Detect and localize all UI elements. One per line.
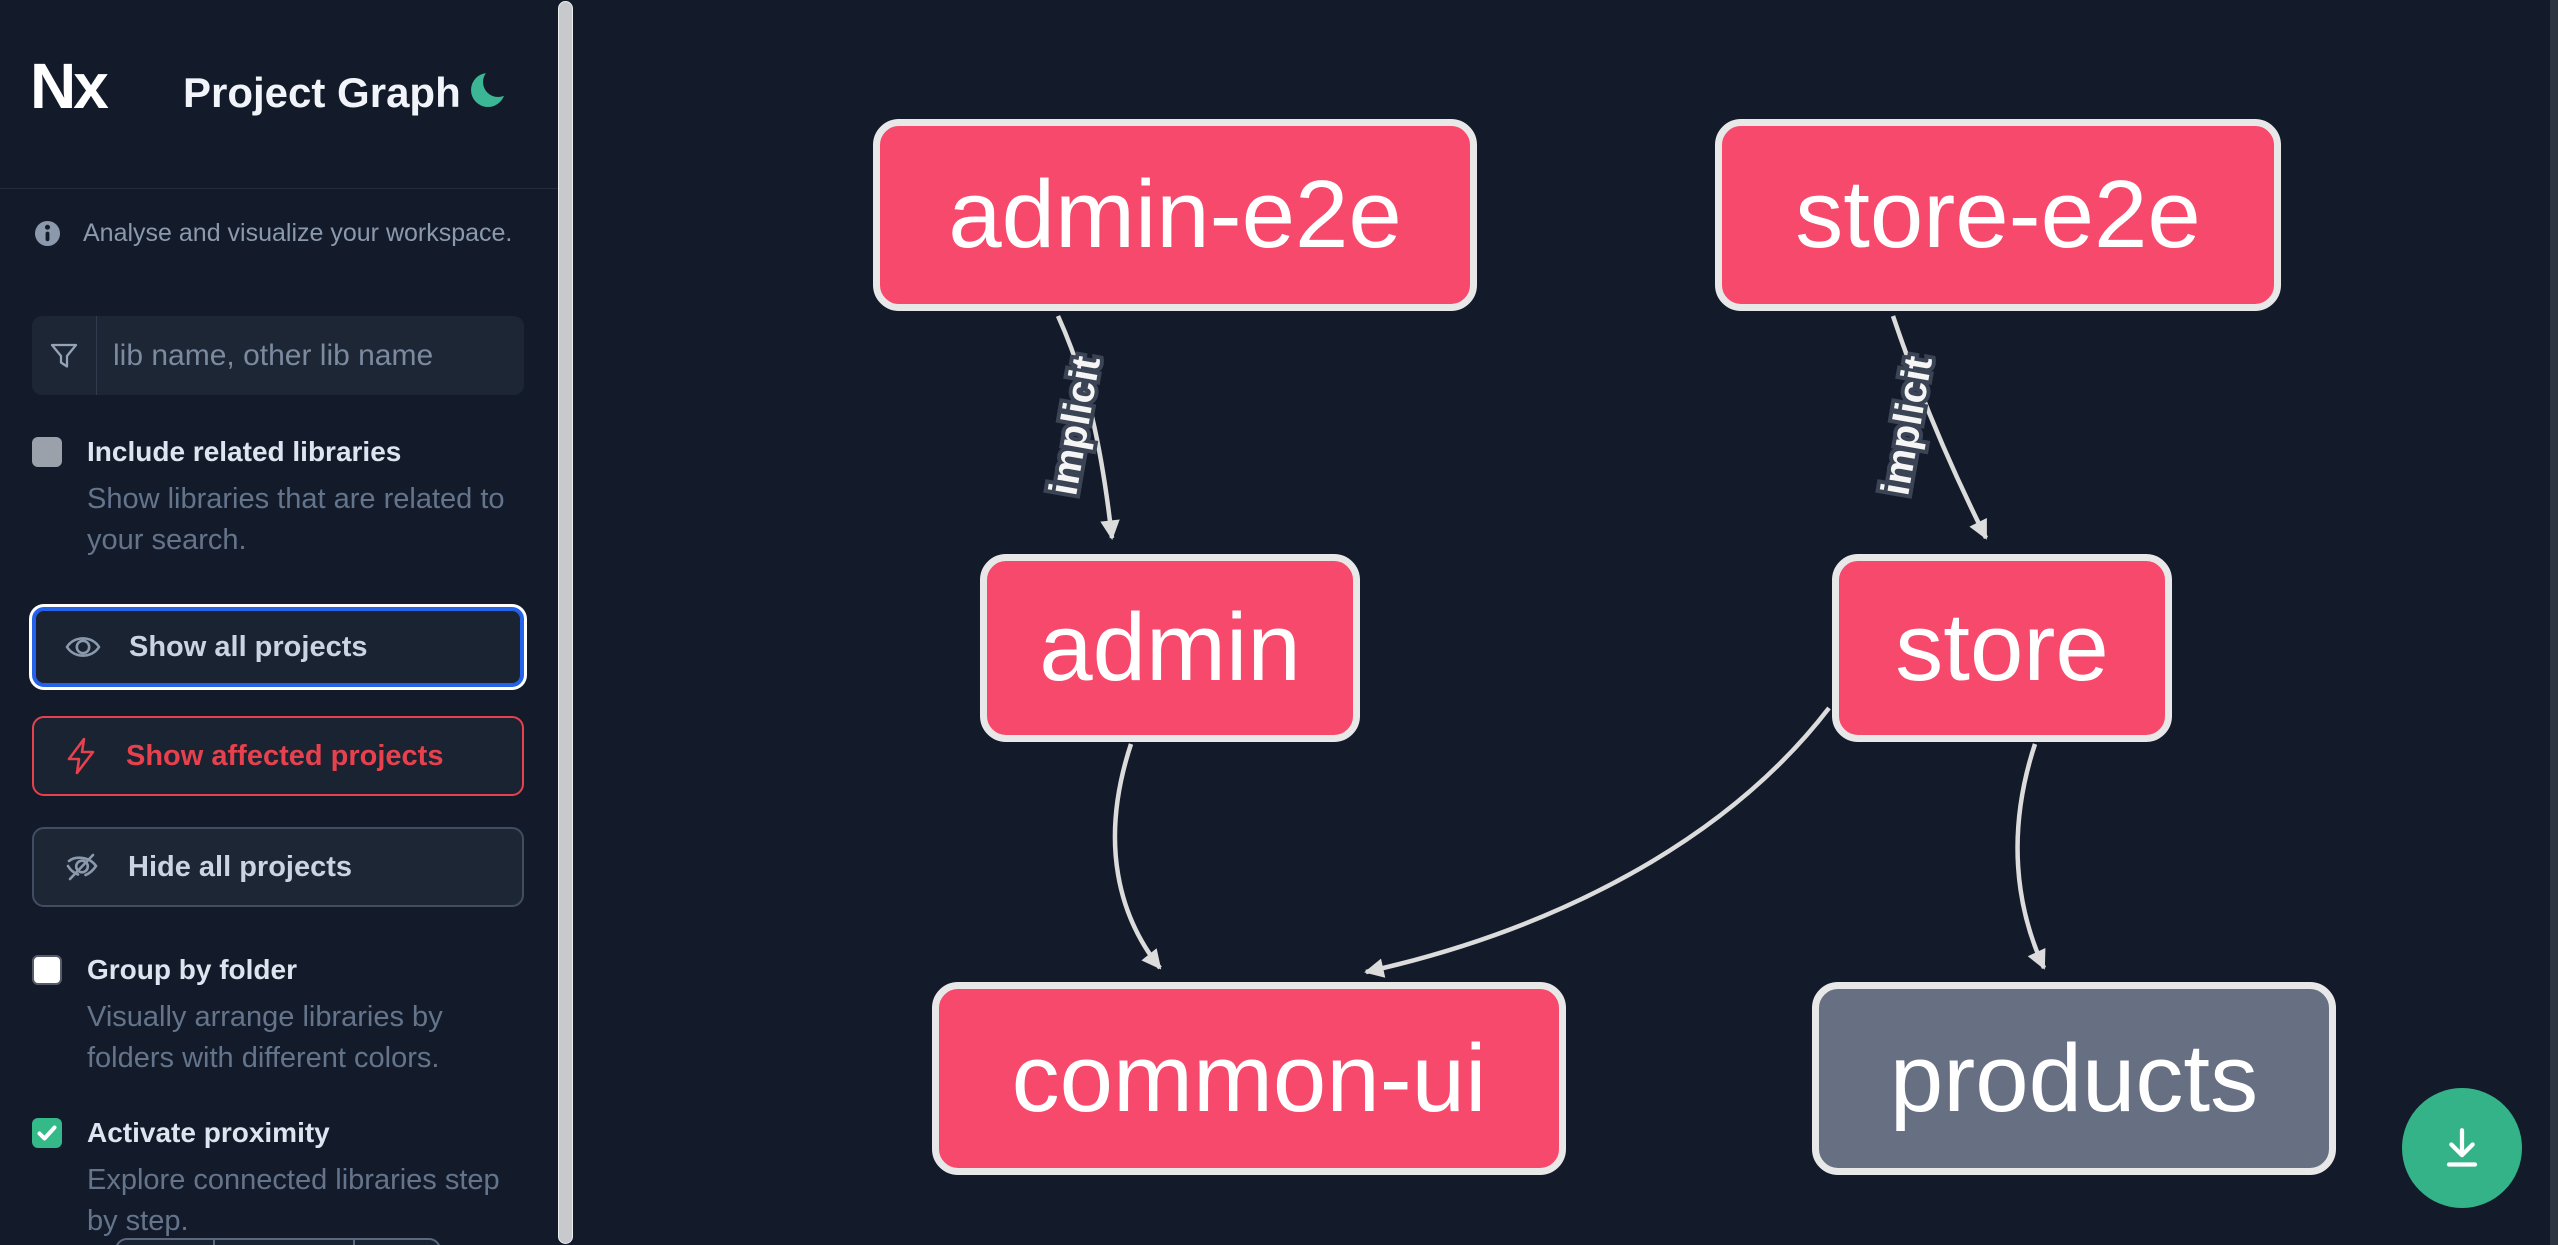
proximity-increment-button[interactable] [353, 1240, 439, 1245]
sidebar-header: Nx Project Graph [0, 0, 560, 189]
activate-proximity-checkbox[interactable] [32, 1118, 62, 1148]
intro-text: Analyse and visualize your workspace. [83, 219, 513, 247]
hide-all-projects-label: Hide all projects [128, 850, 353, 883]
edge-store-to-common-ui [1364, 706, 1831, 978]
proximity-decrement-button[interactable] [117, 1240, 213, 1245]
search-icon-cell [32, 316, 97, 395]
lightning-bolt-icon [67, 737, 95, 775]
node-label: store [1895, 594, 2109, 701]
dark-mode-toggle[interactable] [468, 66, 513, 110]
activate-proximity-description: Explore connected libraries step by step… [87, 1164, 500, 1237]
eye-off-icon [66, 853, 98, 881]
info-icon [34, 220, 61, 247]
show-affected-projects-button[interactable]: Show affected projects [32, 716, 524, 796]
group-by-folder-description: Visually arrange libraries by folders wi… [87, 1001, 443, 1074]
moon-icon [471, 67, 513, 107]
nx-logo: Nx [30, 50, 109, 122]
node-label: products [1889, 1024, 2259, 1132]
edge-label-implicit-2: implicit [1873, 353, 1941, 499]
group-by-folder-row: Group by folder Visually arrange librari… [32, 953, 532, 1079]
proximity-value [213, 1240, 353, 1245]
edge-admin-to-common-ui [1112, 743, 1162, 970]
sidebar: Nx Project Graph Analyse and visualize y… [0, 0, 573, 1245]
activate-proximity-row: Activate proximity Explore connected lib… [32, 1116, 532, 1242]
edge-layer: implicit implicit [1037, 315, 2047, 978]
group-by-folder-label: Group by folder [87, 954, 297, 985]
graph-node-admin-e2e[interactable]: admin-e2e [873, 119, 1477, 311]
edge-store-to-products [2015, 743, 2047, 970]
main-scrollbar-track[interactable] [2550, 0, 2558, 1245]
show-all-projects-label: Show all projects [129, 630, 368, 663]
intro-row: Analyse and visualize your workspace. [34, 218, 534, 249]
include-related-checkbox[interactable] [32, 437, 62, 467]
download-image-button[interactable] [2402, 1088, 2522, 1208]
graph-canvas[interactable]: implicit implicit admin-e2e store-e2e ad… [576, 0, 2558, 1245]
download-icon [2446, 1128, 2478, 1167]
eye-icon [65, 637, 101, 657]
checkmark-icon [37, 1125, 57, 1141]
graph-node-store-e2e[interactable]: store-e2e [1715, 119, 2281, 311]
hide-all-projects-button[interactable]: Hide all projects [32, 827, 524, 907]
include-related-description: Show libraries that are related to your … [87, 483, 505, 556]
search-input[interactable] [97, 316, 524, 395]
node-label: common-ui [1011, 1024, 1487, 1132]
edge-label-implicit-1: implicit [1041, 353, 1109, 499]
proximity-stepper [115, 1238, 441, 1245]
node-label: admin [1039, 594, 1301, 701]
show-all-projects-button[interactable]: Show all projects [32, 607, 524, 687]
activate-proximity-label: Activate proximity [87, 1117, 330, 1148]
search-box [32, 316, 524, 395]
edge-admin-e2e-to-admin [1055, 315, 1120, 540]
graph-node-store[interactable]: store [1832, 554, 2172, 742]
graph-node-admin[interactable]: admin [980, 554, 1360, 742]
sidebar-scrollbar[interactable] [558, 1, 573, 1244]
filter-funnel-icon [50, 343, 78, 368]
page-title: Project Graph [183, 69, 461, 116]
graph-node-common-ui[interactable]: common-ui [932, 982, 1566, 1175]
show-affected-projects-label: Show affected projects [126, 739, 444, 772]
include-related-label: Include related libraries [87, 436, 402, 467]
node-label: admin-e2e [948, 161, 1402, 268]
node-label: store-e2e [1795, 161, 2201, 268]
edge-store-e2e-to-store [1890, 315, 1989, 540]
graph-node-products[interactable]: products [1812, 982, 2336, 1175]
include-related-row: Include related libraries Show libraries… [32, 435, 532, 561]
group-by-folder-checkbox[interactable] [32, 955, 62, 985]
